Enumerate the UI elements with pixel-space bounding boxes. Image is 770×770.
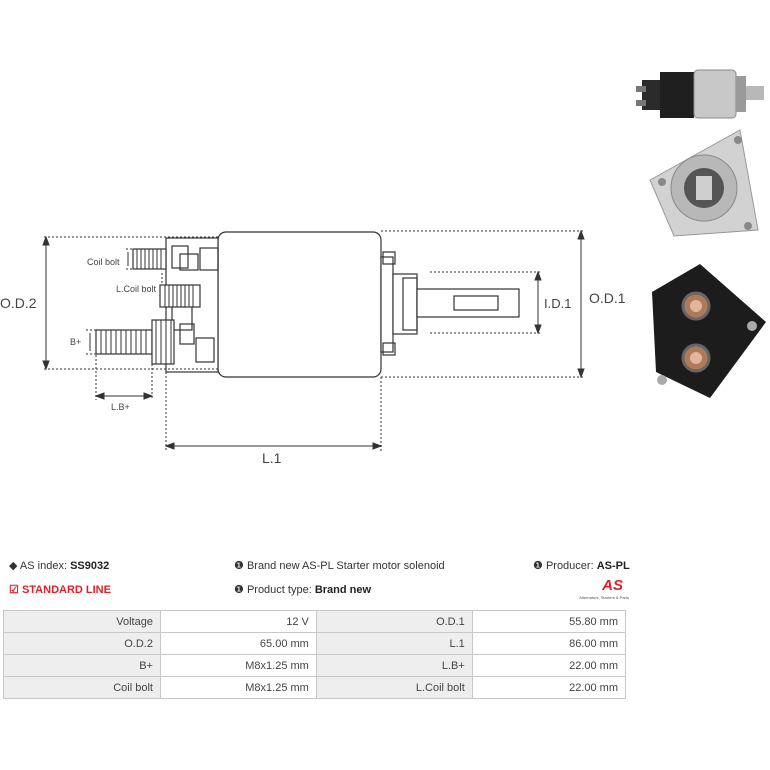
spec-value: 86.00 mm [471, 632, 627, 655]
spec-key: Coil bolt [3, 676, 161, 699]
spec-key: O.D.1 [315, 610, 473, 633]
logo-tagline: Alternators, Starters & Parts [579, 595, 629, 600]
l-b-plus-label: L.B+ [111, 402, 130, 412]
producer-value: AS-PL [596, 560, 630, 572]
spec-key: O.D.2 [3, 632, 161, 655]
l1-label: L.1 [262, 450, 282, 466]
standard-line-badge: ☑ STANDARD LINE [9, 584, 111, 596]
spec-value: M8x1.25 mm [159, 676, 317, 699]
coil-bolt-label: Coil bolt [87, 257, 120, 267]
spec-value: 22.00 mm [471, 676, 627, 699]
spec-value: 22.00 mm [471, 654, 627, 677]
info-icon: ❶ [533, 560, 543, 572]
b-plus-label: B+ [70, 337, 81, 347]
spec-key: Voltage [3, 610, 161, 633]
logo-mark: AS [602, 577, 623, 594]
spec-key: L.B+ [315, 654, 473, 677]
product-photo-rear [652, 264, 766, 398]
od2-label: O.D.2 [0, 295, 37, 311]
as-index: ◆ AS index: SS9032 [9, 560, 110, 572]
spec-value: M8x1.25 mm [159, 654, 317, 677]
spec-value: 55.80 mm [471, 610, 627, 633]
info-icon: ❶ [234, 584, 244, 596]
as-pl-logo: AS Alternators, Starters & Parts [565, 577, 629, 607]
spec-key: B+ [3, 654, 161, 677]
info-icon: ❶ [234, 560, 244, 572]
spec-value: 65.00 mm [159, 632, 317, 655]
spec-key: L.Coil bolt [315, 676, 473, 699]
id1-label: I.D.1 [544, 296, 571, 311]
spec-value: 12 V [159, 610, 317, 633]
check-square-icon: ☑ [9, 584, 19, 596]
solenoid-body [217, 231, 382, 378]
b-plus-stud [95, 329, 153, 355]
as-index-value: SS9032 [70, 560, 110, 572]
tag-icon: ◆ [9, 560, 18, 572]
technical-drawing: Coil bolt L.Coil bolt B+ L.B+ O.D.2 O.D.… [0, 229, 626, 466]
product-type: ❶ Product type: Brand new [234, 584, 372, 596]
spec-key: L.1 [315, 632, 473, 655]
product-photo-front [649, 129, 759, 237]
product-description: ❶ Brand new AS-PL Starter motor solenoid [234, 560, 445, 572]
l-coil-bolt-label: L.Coil bolt [116, 284, 157, 294]
product-type-value: Brand new [314, 584, 372, 596]
od1-label: O.D.1 [589, 290, 626, 306]
producer: ❶ Producer: AS-PL [533, 560, 630, 572]
plunger [392, 273, 418, 335]
product-photo-side [636, 69, 764, 119]
